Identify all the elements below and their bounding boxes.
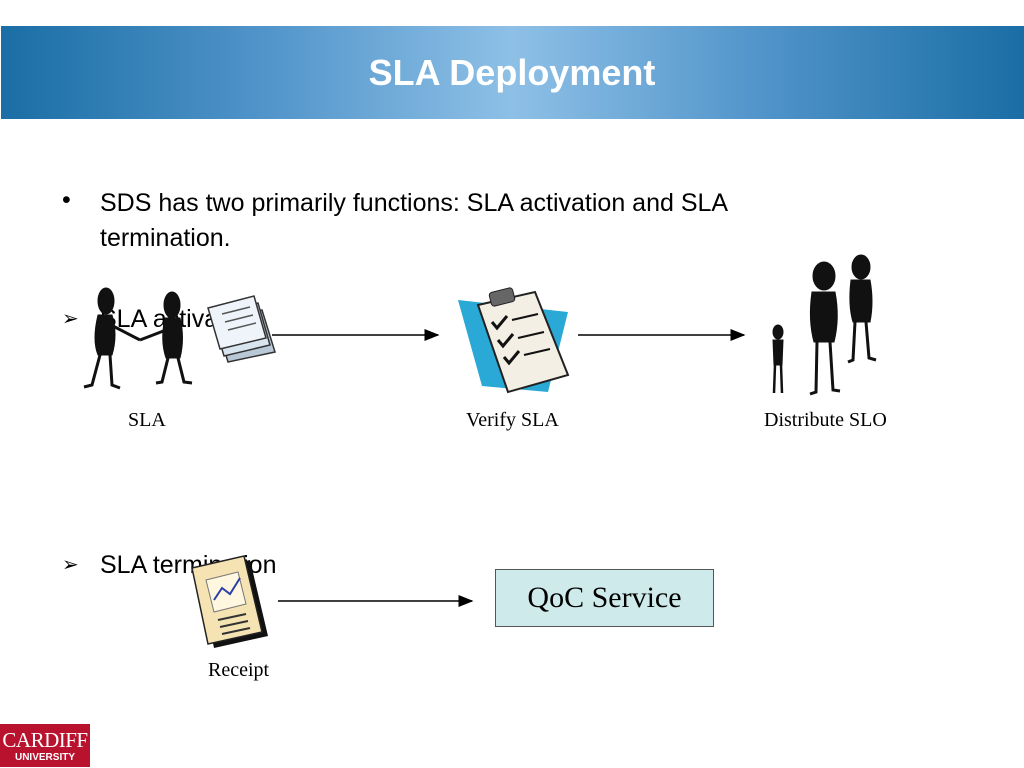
bullet-dot-icon: • — [62, 186, 71, 214]
bullet-1-text: SDS has two primarily functions: SLA act… — [100, 189, 727, 252]
caption-verify-sla: Verify SLA — [466, 409, 559, 431]
people-group-icon — [772, 254, 877, 396]
arrow-bullet-icon: ➢ — [62, 308, 79, 330]
slide-title: SLA Deployment — [368, 52, 656, 93]
cardiff-university-logo: CARDIFF UNIVERSITY — [0, 724, 90, 767]
arrow-bullet-icon: ➢ — [62, 554, 79, 576]
clipboard-checklist-icon — [458, 287, 570, 394]
documents-stack-icon — [207, 295, 276, 363]
handshake-figures-icon — [83, 287, 193, 390]
caption-distribute-slo: Distribute SLO — [764, 409, 887, 431]
caption-receipt: Receipt — [208, 659, 270, 681]
qoc-service-box: QoC Service — [495, 569, 714, 627]
title-bar — [1, 26, 1024, 119]
bullet-1: • SDS has two primarily functions: SLA a… — [62, 186, 862, 266]
logo-subtitle: UNIVERSITY — [14, 752, 75, 763]
caption-sla: SLA — [128, 409, 166, 431]
receipt-chart-icon — [191, 555, 268, 648]
logo-name: CARDIFF — [2, 728, 88, 752]
